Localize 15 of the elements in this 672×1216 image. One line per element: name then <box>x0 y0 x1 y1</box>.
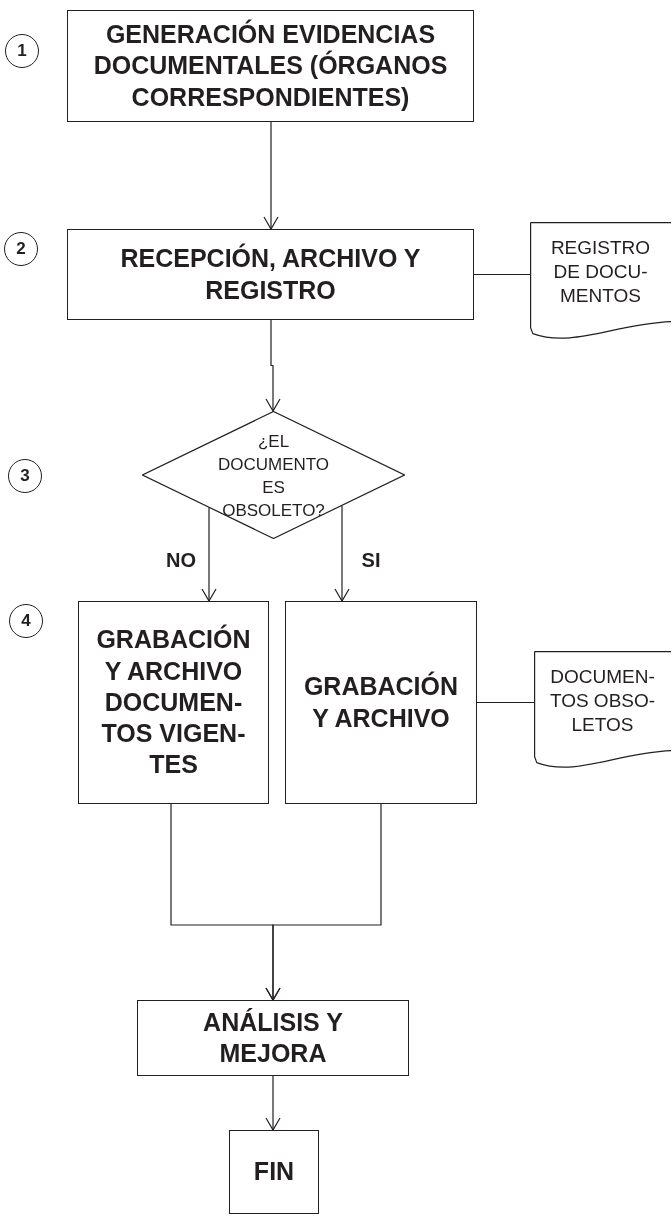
arrow <box>265 319 281 412</box>
arrow <box>265 1075 281 1131</box>
process-box: ANÁLISIS Y MEJORA <box>137 1000 409 1076</box>
arrow <box>263 121 279 230</box>
process-box: GENERACIÓN EVIDENCIAS DOCUMENTALES (ÓRGANOS CORRESPONDIENTES) <box>67 10 474 122</box>
process-box: RECEPCIÓN, ARCHIVO Y REGISTRO <box>67 229 474 320</box>
process-box: GRABACIÓN Y ARCHIVO <box>285 601 477 804</box>
arrow <box>201 507 217 602</box>
connector-line <box>476 701 535 704</box>
process-box: GRABACIÓN Y ARCHIVO DOCUMEN-TOS VIGEN-TES <box>78 601 269 804</box>
decision-diamond: ¿EL DOCUMENTO ES OBSOLETO? <box>142 411 405 539</box>
arrow <box>265 803 382 1001</box>
connector-line <box>473 273 531 276</box>
arrow <box>334 505 350 602</box>
process-box: FIN <box>229 1130 319 1214</box>
